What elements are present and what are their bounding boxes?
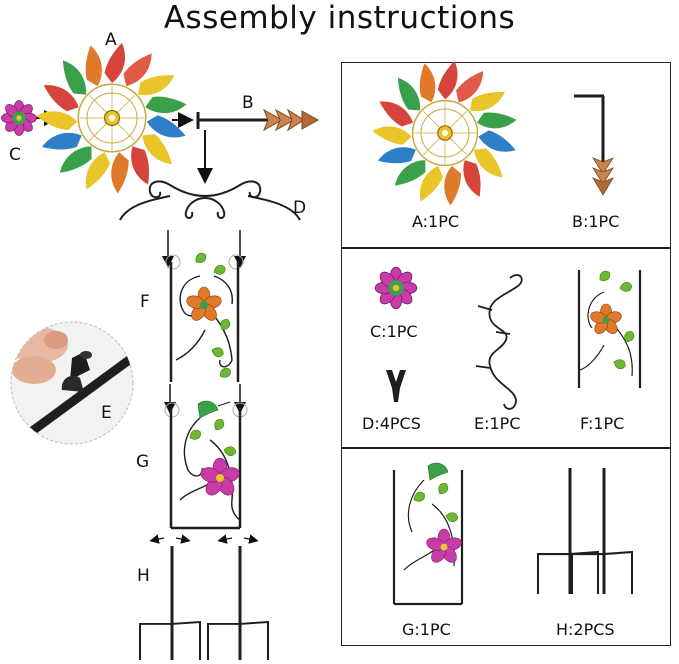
- label-b: B: [242, 93, 254, 113]
- part-label-h: H:2PCS: [556, 620, 615, 639]
- label-e: E: [101, 403, 112, 423]
- label-h: H: [137, 566, 150, 586]
- part-d-scroll-top: [119, 180, 301, 221]
- page-title: Assembly instructions: [163, 0, 516, 36]
- parts-list-a-pinwheel: [372, 61, 517, 206]
- part-b-weather-arrow: [196, 108, 320, 132]
- parts-list-c-small-flower: [374, 266, 418, 310]
- parts-list-b-arrow: [574, 94, 614, 196]
- part-label-b: B:1PC: [572, 212, 620, 231]
- label-c: C: [9, 145, 21, 165]
- part-label-g: G:1PC: [402, 620, 451, 639]
- part-label-f: F:1PC: [580, 414, 625, 433]
- part-c-small-flower: [0, 99, 38, 137]
- parts-box-middle: [341, 248, 671, 448]
- part-label-e: E:1PC: [474, 414, 521, 433]
- part-label-c: C:1PC: [370, 322, 418, 341]
- label-d: D: [293, 198, 307, 218]
- label-a: A: [105, 30, 117, 50]
- parts-list-d-clip: [386, 370, 406, 402]
- parts-list-e-scroll: [475, 274, 523, 410]
- label-g: G: [136, 452, 150, 472]
- part-label-d: D:4PCS: [362, 414, 421, 433]
- parts-list-f-panel: [577, 268, 642, 388]
- part-a-pinwheel: [36, 43, 187, 194]
- part-label-a: A:1PC: [412, 212, 460, 231]
- parts-box-top: [341, 62, 671, 248]
- part-e-detail-inset: [10, 321, 134, 445]
- parts-list-g-panel: [392, 462, 464, 606]
- parts-box-bottom: [341, 448, 671, 646]
- part-h-stakes: [138, 544, 270, 662]
- part-f-orange-flower-panel: [162, 230, 246, 382]
- part-g-pink-flower-panel: [164, 384, 248, 530]
- label-f: F: [140, 292, 150, 312]
- twist-arrows: [149, 534, 259, 544]
- parts-list-h-stakes: [536, 466, 634, 596]
